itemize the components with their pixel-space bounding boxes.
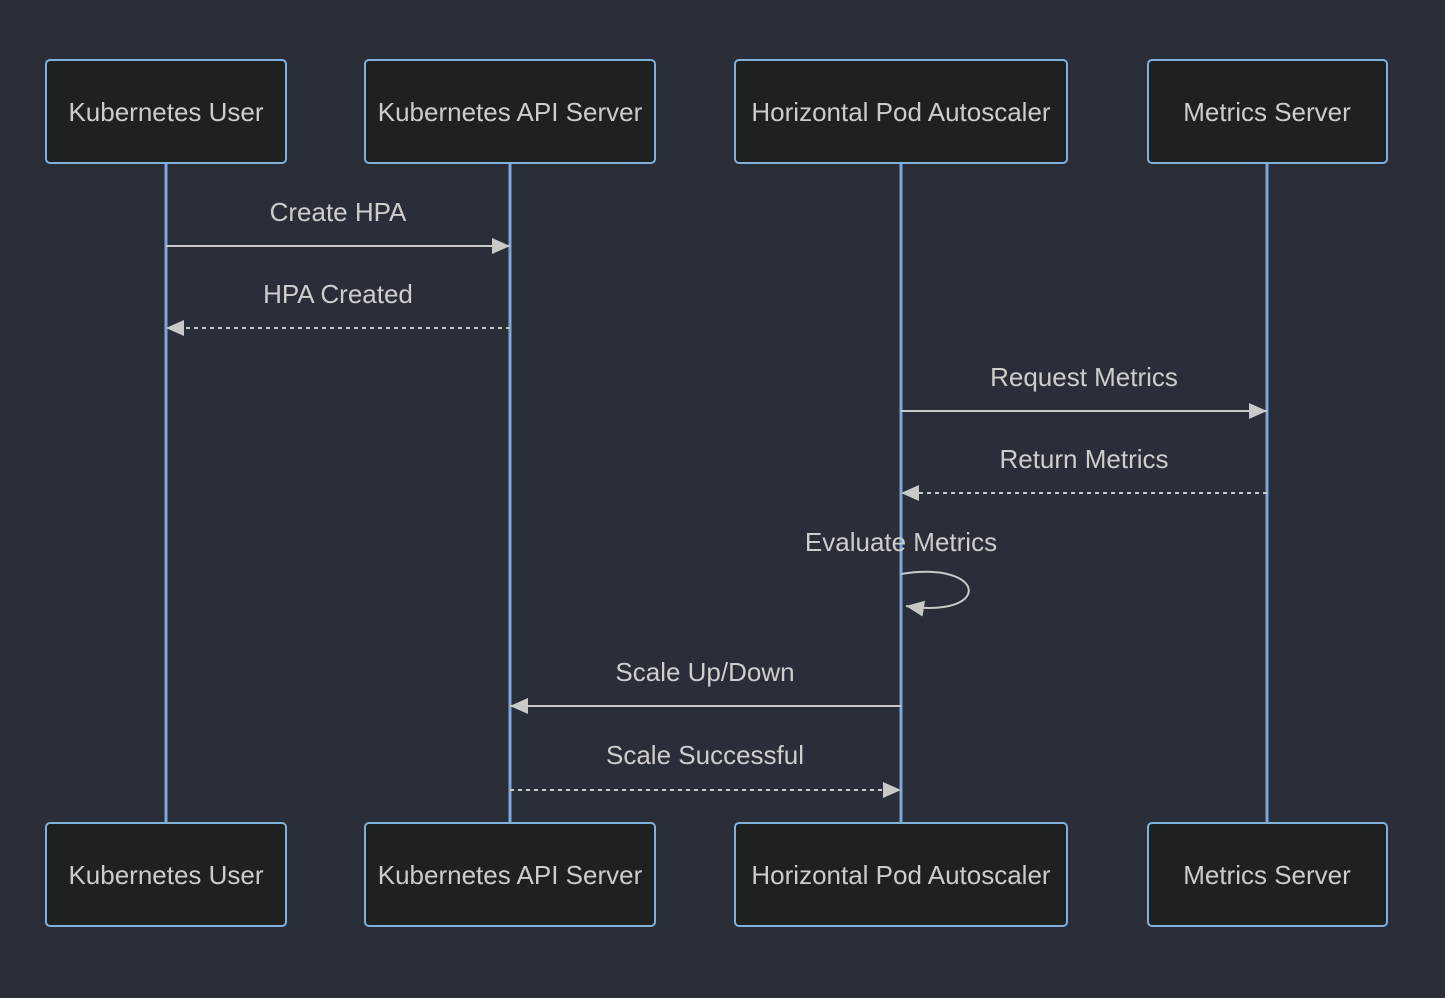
- actor-box: [1147, 822, 1388, 927]
- actor-label: Kubernetes User: [68, 860, 263, 890]
- message-label: Scale Up/Down: [615, 657, 794, 687]
- actor-label: Horizontal Pod Autoscaler: [751, 860, 1051, 890]
- actor-top-kubernetes-user: Kubernetes User: [45, 59, 287, 164]
- actor-label: Horizontal Pod Autoscaler: [751, 97, 1051, 127]
- message-scale-successful: Scale Successful: [510, 740, 901, 798]
- actor-label: Kubernetes API Server: [378, 97, 643, 127]
- actor-label: Kubernetes API Server: [378, 860, 643, 890]
- message-label: Scale Successful: [606, 740, 804, 770]
- message-scale-up-down: Scale Up/Down: [510, 657, 901, 714]
- message-label: Request Metrics: [990, 362, 1178, 392]
- actor-label: Kubernetes User: [68, 97, 263, 127]
- actor-label: Metrics Server: [1183, 860, 1351, 890]
- message-request-metrics: Request Metrics: [901, 362, 1267, 419]
- actor-box: [45, 59, 287, 164]
- self-loop-arrow: [900, 570, 970, 617]
- actor-top-horizontal-pod-autoscaler: Horizontal Pod Autoscaler: [734, 59, 1068, 164]
- actor-box: [45, 822, 287, 927]
- message-label: Return Metrics: [999, 444, 1168, 474]
- actor-top-metrics-server: Metrics Server: [1147, 59, 1388, 164]
- actor-box: [734, 822, 1068, 927]
- actor-top-kubernetes-api-server: Kubernetes API Server: [364, 59, 656, 164]
- actor-box: [734, 59, 1068, 164]
- actor-box: [364, 822, 656, 927]
- message-hpa-created: HPA Created: [166, 279, 510, 336]
- actor-bottom-metrics-server: Metrics Server: [1147, 822, 1388, 927]
- message-label: HPA Created: [263, 279, 413, 309]
- message-create-hpa: Create HPA: [166, 197, 510, 254]
- message-return-metrics: Return Metrics: [901, 444, 1267, 501]
- actor-bottom-kubernetes-api-server: Kubernetes API Server: [364, 822, 656, 927]
- message-label: Create HPA: [270, 197, 407, 227]
- actor-label: Metrics Server: [1183, 97, 1351, 127]
- actor-box: [1147, 59, 1388, 164]
- actor-bottom-kubernetes-user: Kubernetes User: [45, 822, 287, 927]
- message-label: Evaluate Metrics: [805, 527, 997, 557]
- actor-box: [364, 59, 656, 164]
- actor-bottom-horizontal-pod-autoscaler: Horizontal Pod Autoscaler: [734, 822, 1068, 927]
- message-evaluate-metrics: Evaluate Metrics: [805, 527, 997, 617]
